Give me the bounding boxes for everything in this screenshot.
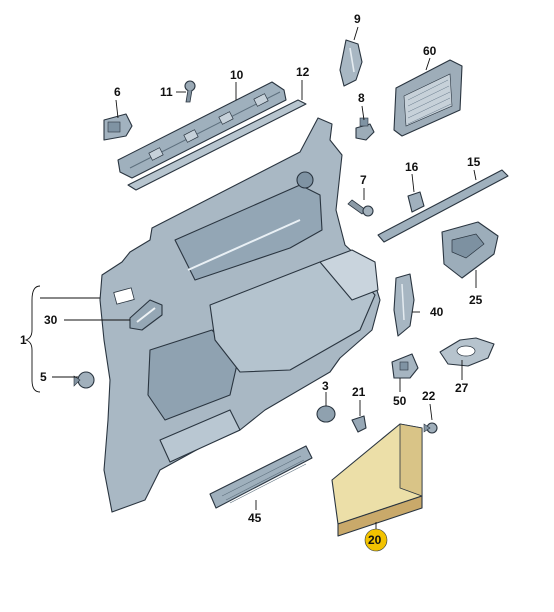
callout-60: 60 xyxy=(423,44,437,58)
clip-8 xyxy=(355,117,375,141)
clip-22 xyxy=(423,422,438,434)
bracket-25 xyxy=(441,221,499,279)
callout-10: 10 xyxy=(230,68,244,82)
leader-lines xyxy=(24,26,477,530)
clip-6 xyxy=(103,113,133,141)
speaker-grille-60 xyxy=(393,59,463,137)
trim-strip-upper xyxy=(127,99,307,191)
callout-40: 40 xyxy=(430,305,444,319)
screw-11 xyxy=(184,80,196,103)
callout-11: 11 xyxy=(160,85,173,99)
callout-50: 50 xyxy=(393,394,407,408)
plug-3 xyxy=(316,405,336,423)
callout-5: 5 xyxy=(40,370,47,384)
callout-labels: 1 30 5 6 11 10 12 9 60 8 7 16 15 25 40 2… xyxy=(20,12,483,552)
callout-27: 27 xyxy=(455,381,469,395)
sponge-insulation-20 xyxy=(331,423,423,537)
callout-6: 6 xyxy=(114,85,121,99)
mount-50 xyxy=(391,353,419,379)
trim-strip-15 xyxy=(377,169,509,243)
callout-1: 1 xyxy=(20,333,27,347)
callout-25: 25 xyxy=(469,293,483,307)
bracket-27 xyxy=(439,337,495,367)
clip-5 xyxy=(73,371,95,389)
grab-handle xyxy=(129,299,163,331)
callout-30: 30 xyxy=(44,313,58,327)
callout-8: 8 xyxy=(358,91,365,105)
screw-7 xyxy=(347,199,374,217)
side-trim-panel xyxy=(99,117,381,513)
cover-9 xyxy=(339,39,363,87)
highlight-badge xyxy=(364,528,388,552)
vent-grille-45 xyxy=(209,445,313,509)
callout-20: 20 xyxy=(368,533,382,547)
callout-12: 12 xyxy=(296,65,310,79)
callout-3: 3 xyxy=(322,379,329,393)
callout-22: 22 xyxy=(422,389,436,403)
callout-15: 15 xyxy=(467,155,481,169)
callout-16: 16 xyxy=(405,160,419,174)
callout-9: 9 xyxy=(354,12,361,26)
cover-40 xyxy=(393,273,415,337)
mounting-rail xyxy=(117,81,287,179)
clip-16 xyxy=(407,191,425,213)
clip-21 xyxy=(351,415,367,433)
callout-21: 21 xyxy=(352,385,366,399)
callout-45: 45 xyxy=(248,511,262,525)
callout-7: 7 xyxy=(360,173,367,187)
